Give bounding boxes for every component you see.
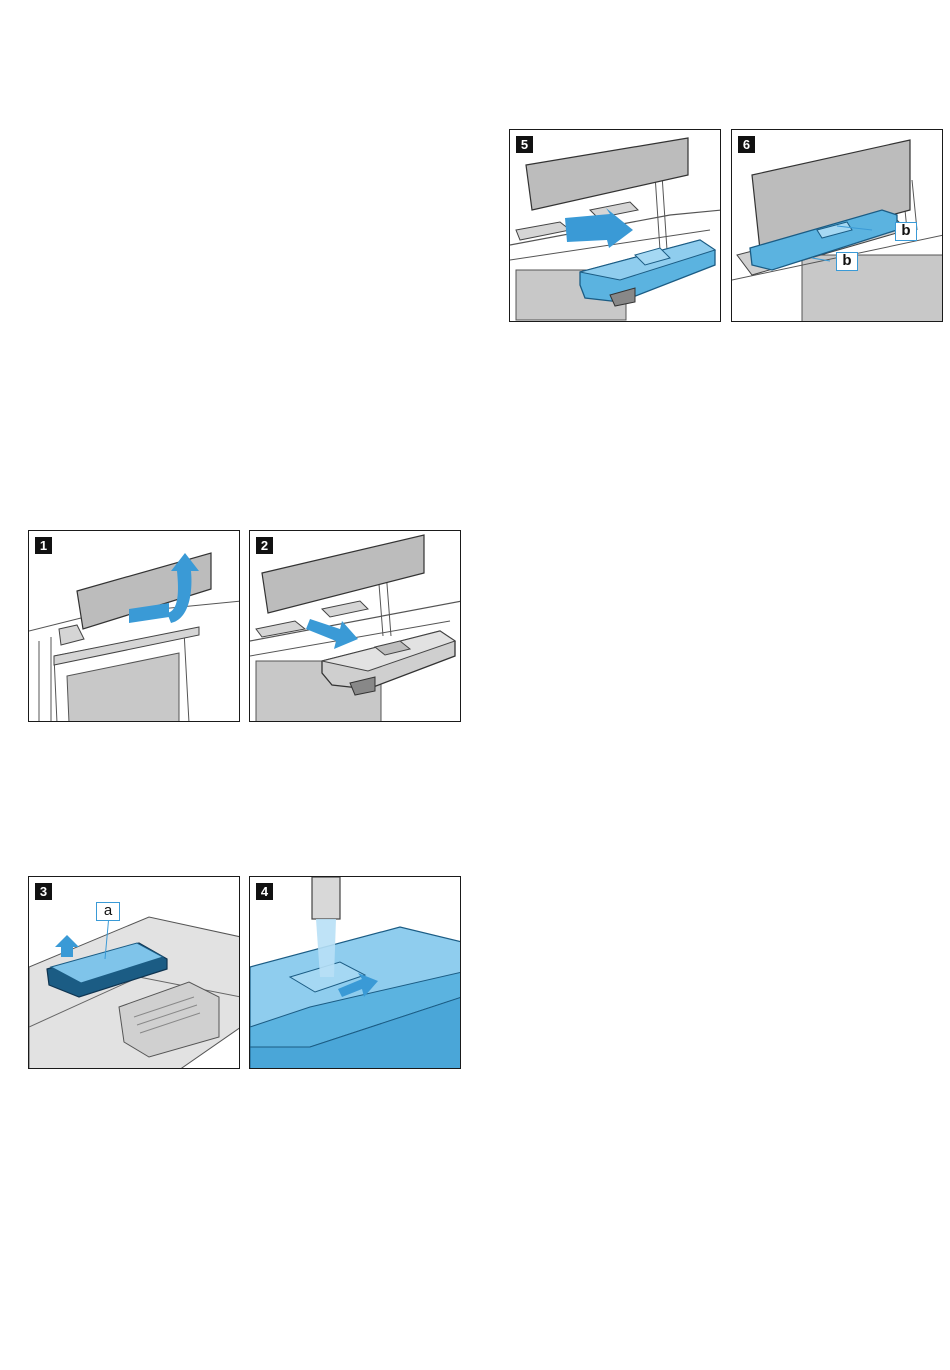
callout-b-lower: b <box>836 252 858 271</box>
step-1-illustration: 1 <box>28 530 240 722</box>
control-panel-lift-drawing <box>29 531 240 722</box>
step-6-illustration: 6 b b <box>731 129 943 322</box>
faucet-icon <box>312 877 340 919</box>
tank-insert-drawing <box>510 130 721 322</box>
tank-filling-drawing <box>250 877 461 1069</box>
tank-removal-drawing <box>250 531 461 722</box>
step-number: 1 <box>35 537 52 554</box>
lid-removal-drawing <box>29 877 240 1069</box>
step-number: 4 <box>256 883 273 900</box>
step-3-illustration: 3 a <box>28 876 240 1069</box>
callout-a: a <box>96 902 120 921</box>
step-4-illustration: 4 <box>249 876 461 1069</box>
step-5-illustration: 5 <box>509 129 721 322</box>
step-number: 6 <box>738 136 755 153</box>
step-number: 5 <box>516 136 533 153</box>
step-number: 3 <box>35 883 52 900</box>
step-number: 2 <box>256 537 273 554</box>
callout-b-upper: b <box>895 222 917 241</box>
step-2-illustration: 2 <box>249 530 461 722</box>
